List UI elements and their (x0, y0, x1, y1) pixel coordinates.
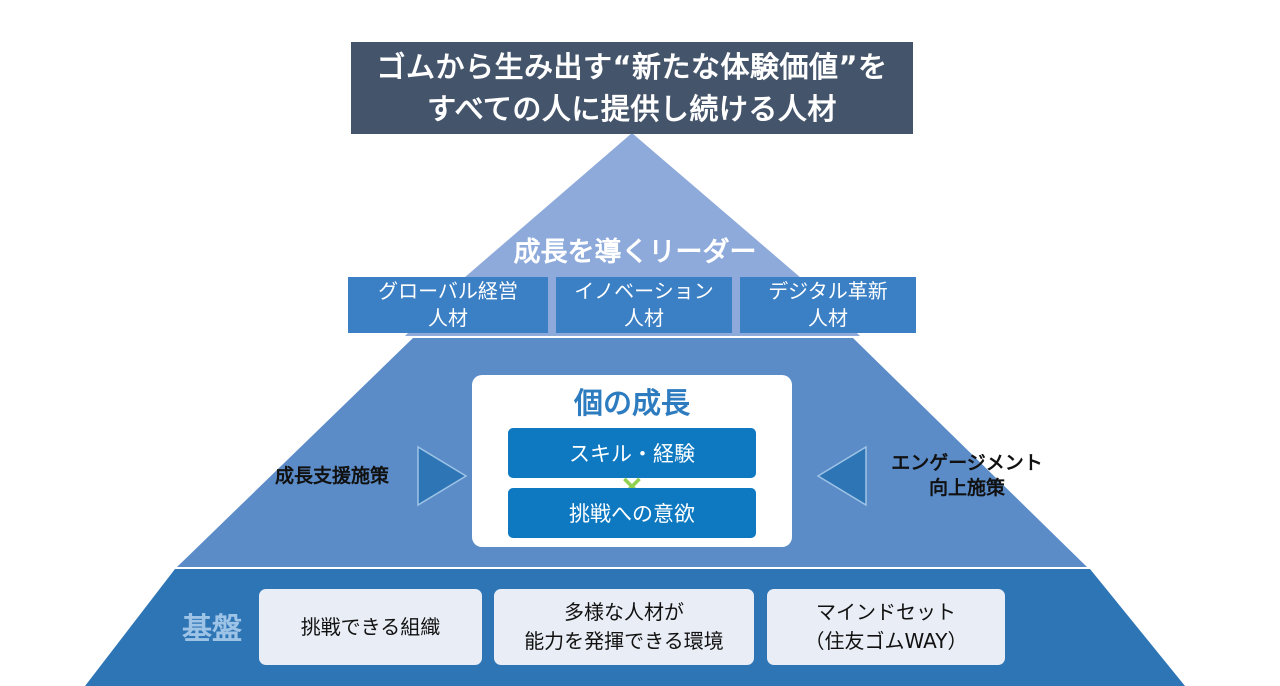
foundation-item-line-1: マインドセット (816, 600, 956, 624)
left-arrow-shape (417, 445, 468, 507)
leader-box-line-1: イノベーション (574, 279, 714, 303)
leader-box-line-1: グローバル経営 (378, 279, 518, 303)
title-line-1: ゴムから生み出す“新たな体験価値”を (376, 50, 888, 84)
foundation-item-line-2: 能力を発揮できる環境 (524, 629, 724, 653)
engagement-measure-label: エンゲージメント 向上施策 (872, 451, 1062, 501)
growth-support-label: 成長支援施策 (274, 465, 389, 487)
engagement-line-1: エンゲージメント (891, 452, 1043, 474)
challenge-motivation-pill: 挑戦への意欲 (508, 488, 756, 538)
individual-growth-card: 個の成長 スキル・経験 × 挑戦への意欲 (472, 375, 792, 547)
leader-box-digital: デジタル革新 人材 (740, 277, 916, 333)
title-line-2: すべての人に提供し続ける人材 (427, 92, 837, 126)
pyramid-top-layer (450, 133, 815, 290)
leader-box-line-2: 人材 (428, 306, 468, 330)
right-arrow-shape (816, 445, 867, 507)
leader-box-line-1: デジタル革新 (768, 279, 888, 303)
foundation-item-organization: 挑戦できる組織 (259, 589, 482, 665)
foundation-item-environment: 多様な人材が 能力を発揮できる環境 (494, 589, 754, 665)
leader-title: 成長を導くリーダー (513, 237, 757, 268)
leader-box-line-2: 人材 (624, 306, 664, 330)
foundation-item-line-1: 多様な人材が (564, 600, 684, 624)
skill-experience-pill: スキル・経験 (508, 428, 756, 478)
leader-box-line-2: 人材 (808, 306, 848, 330)
individual-growth-title: 個の成長 (573, 386, 690, 420)
foundation-item-line-2: （住友ゴムWAY） (804, 629, 968, 653)
foundation-title: 基盤 (182, 612, 242, 647)
top-title-box: ゴムから生み出す“新たな体験価値”を すべての人に提供し続ける人材 (351, 42, 913, 134)
leader-box-innovation: イノベーション 人材 (556, 277, 732, 333)
foundation-item-line-1: 挑戦できる組織 (300, 614, 441, 639)
foundation-item-mindset: マインドセット （住友ゴムWAY） (767, 589, 1005, 665)
engagement-line-2: 向上施策 (928, 477, 1005, 499)
leader-box-global: グローバル経営 人材 (348, 277, 548, 333)
